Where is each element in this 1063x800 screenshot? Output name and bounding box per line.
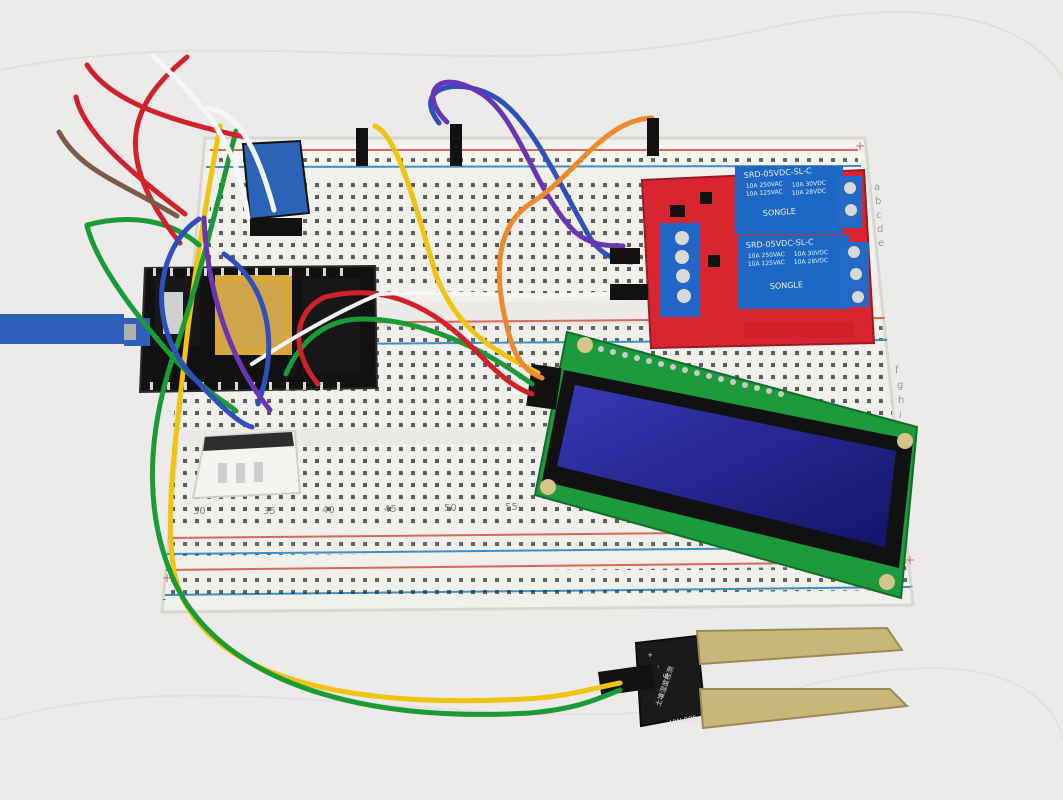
jumper-wire — [205, 105, 277, 213]
jumper-wire — [84, 62, 248, 140]
soil-pin-label: + — [646, 651, 654, 658]
soil-probe — [698, 688, 910, 730]
relay-rating: 10A 30VDC — [794, 249, 829, 258]
jumper-wire — [496, 115, 655, 381]
column-number: 50 — [444, 503, 457, 514]
jumper-wire — [159, 216, 255, 430]
rail-minus-mark: - — [909, 579, 913, 593]
jumper-wire — [201, 215, 273, 413]
row-letter: g — [897, 380, 903, 391]
rail-plus-mark: + — [162, 571, 172, 585]
jumper-wire — [84, 223, 239, 414]
jumper-wire — [150, 53, 251, 221]
row-letter: i — [899, 410, 902, 421]
relay-rating: 10A 125VAC — [746, 188, 783, 198]
soil-probe — [695, 626, 904, 666]
relay-rating: 10A 250VAC — [748, 251, 785, 260]
row-letter: c — [876, 210, 882, 221]
jumper-wire — [73, 94, 188, 217]
row-letter: a — [874, 182, 880, 193]
column-number: 55 — [505, 502, 518, 513]
relay-1 — [735, 166, 843, 234]
soil-moisture-sensor: 土壤湿度检测 HW-080 + - S — [598, 626, 910, 730]
jumper-wires — [56, 53, 659, 717]
lcd-header-pins — [598, 346, 784, 397]
jumper-wire — [430, 79, 626, 249]
column-number: 35 — [263, 506, 276, 517]
relay-model-label: SRD-05VDC-SL-C — [746, 237, 815, 250]
row-letter: b — [875, 196, 881, 207]
relay-rating: 10A 28VDC — [794, 257, 829, 266]
jumper-wire — [428, 84, 635, 265]
relay-brand: SONGLE — [763, 207, 797, 218]
rail-plus-mark: + — [855, 139, 865, 153]
jumper-wire — [372, 123, 541, 376]
esp32-header-pins — [150, 268, 343, 390]
relay-brand: SONGLE — [770, 280, 804, 291]
relay-rating: 10A 30VDC — [792, 180, 827, 189]
relay-rating: 10A 250VAC — [746, 180, 783, 190]
jumper-wire — [150, 128, 623, 717]
dht-sensor — [191, 429, 302, 500]
jumper-wire — [250, 290, 628, 366]
row-letter: d — [877, 224, 883, 235]
lcd-screen — [557, 385, 896, 547]
relay-rating: 10A 28VDC — [792, 188, 827, 197]
column-number: 45 — [384, 504, 397, 515]
rail-plus-mark: + — [905, 553, 915, 567]
row-letter: e — [878, 238, 884, 249]
relay-2 — [738, 235, 849, 309]
column-number: 40 — [322, 505, 335, 516]
row-letter: h — [898, 395, 904, 406]
jumper-wire — [56, 129, 180, 219]
relay-module: SRD-05VDC-SL-C 10A 250VAC 10A 125VAC 10A… — [640, 166, 876, 350]
soil-pin-label: S — [662, 672, 670, 678]
row-letter: f — [895, 365, 899, 376]
jumper-wire — [283, 316, 535, 387]
rail-minus-mark: - — [162, 592, 166, 606]
soil-pin-label: - — [654, 664, 662, 668]
jumper-wire — [84, 217, 202, 248]
column-number: 30 — [193, 506, 206, 517]
jumper-wire — [221, 251, 272, 407]
relay-rating: 10A 125VAC — [748, 259, 785, 268]
usb-cable — [0, 314, 124, 344]
